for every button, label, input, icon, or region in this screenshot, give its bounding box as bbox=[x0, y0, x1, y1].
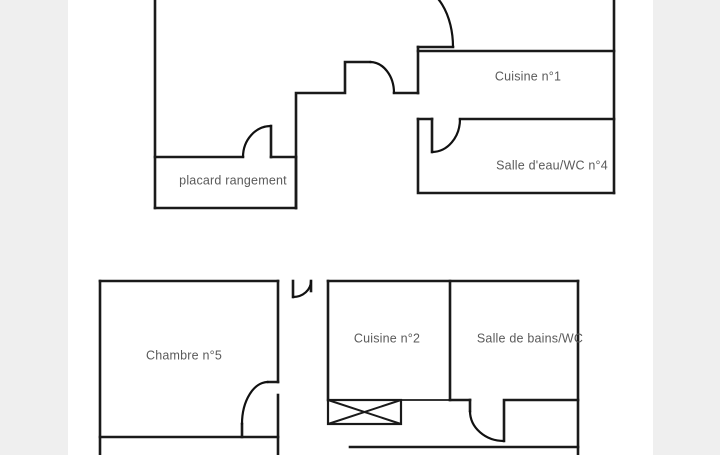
room-label-salle-de-bains-wc: Salle de bains/WC bbox=[477, 331, 583, 345]
room-label-cuisine-2: Cuisine n°2 bbox=[354, 331, 420, 345]
chambre-5-door-jamb bbox=[240, 380, 280, 439]
room-label-placard-rangement: placard rangement bbox=[179, 173, 287, 187]
crossed-box-fixture-x bbox=[327, 399, 402, 425]
right-gutter bbox=[653, 0, 720, 455]
hall-step-wall bbox=[294, 60, 372, 210]
lower-floor-plan: Chambre n°5 Cuisine n°2 Salle de bains/W… bbox=[98, 279, 583, 455]
room-label-cuisine-1: Cuisine n°1 bbox=[495, 69, 561, 83]
upper-floor-plan: Cuisine n°1 Salle d'eau/WC n°4 placard r… bbox=[153, 0, 616, 210]
salle-eau-left-and-bottom-wall bbox=[416, 117, 616, 195]
door-placard-arc bbox=[241, 124, 273, 159]
salle-bains-bottom-right-wall bbox=[502, 398, 580, 443]
door-salle-bains-arc bbox=[468, 409, 506, 443]
crossed-box-fixture bbox=[326, 398, 403, 426]
door-salle-eau-arc bbox=[430, 117, 462, 154]
door-chambre-5-arc bbox=[240, 380, 270, 426]
door-corridor-arc bbox=[291, 279, 313, 299]
door-hall-arc bbox=[368, 60, 396, 95]
room-label-salle-eau-wc-4: Salle d'eau/WC n°4 bbox=[496, 158, 608, 172]
room-label-chambre-5: Chambre n°5 bbox=[146, 348, 222, 362]
left-gutter bbox=[0, 0, 68, 455]
door-entry-arc bbox=[437, 0, 455, 49]
